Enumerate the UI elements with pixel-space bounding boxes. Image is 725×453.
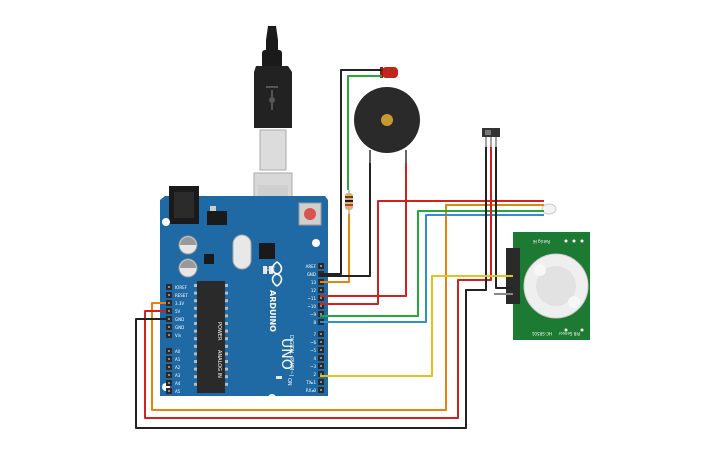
atmega-chip [197,281,225,393]
pin-label: 13 [311,280,317,285]
pin-label: 4 [313,356,316,361]
pin-label: 5V [175,309,181,314]
pin-label: RESET [175,293,188,298]
slide-switch[interactable] [482,128,500,147]
wires [135,69,544,429]
pin-label: ~3 [310,364,316,369]
pin-label: A5 [175,389,181,394]
ir-led [541,203,557,215]
pin-label: 12 [311,288,317,293]
board-brand-label: ARDUINO [268,290,277,332]
pin-label: GND [175,317,184,322]
analog-header-label: ANALOG IN [216,350,222,378]
wire-red-irled [320,200,544,305]
pin-label: AREF [306,264,317,269]
pin-label: 8 [313,320,316,325]
power-header: IOREF RESET 3.3V 5V GND GND Vin [166,284,188,338]
pin-label: ~10 [308,304,317,309]
pin-label: ~6 [310,340,316,345]
on-led [276,376,282,379]
digital-header-label: DIGITAL (PWM~) [288,335,294,377]
wire-black-buzzer [320,163,371,277]
tx-label: TX [265,265,270,271]
arduino-uno-board: ARDUINO UNO ON TX RX POWER ANALOG IN DIG… [160,186,328,402]
infinity-logo [271,261,283,287]
pin-label: A1 [175,357,181,362]
pin-label: IOREF [175,285,188,290]
mounting-hole [162,218,170,226]
pir-bottom-label: PIR Sensor [558,331,580,336]
wire-orange-resistor [320,214,350,283]
pin-label: ~5 [310,348,316,353]
reset-button-cap[interactable] [304,208,316,220]
pin-label: TX▸1 [305,380,316,385]
resistor [345,190,353,215]
pir-side-label: HC-SR501 [531,331,552,336]
pin-label: GND [175,325,184,330]
rx-label: RX [270,266,275,272]
wire-green-led [347,75,382,190]
pin-label: A3 [175,373,181,378]
on-led-label: ON [286,378,292,386]
pin-label: 3.3V [175,301,184,306]
wire-yellow-pir [320,275,513,377]
wire-red-switch [144,147,492,419]
usb-cable [253,26,293,222]
pir-top-label: Retrig Hi [533,239,550,244]
red-led [380,67,398,78]
digital-header-bottom: 7 ~6 ~5 4 ~3 2TX▸1RX◂0 [305,331,324,393]
pin-label: A4 [175,381,181,386]
wire-orange-irled [151,204,544,411]
board-model-label: UNO [278,338,294,370]
wire-red-buzzer [320,163,407,297]
mounting-hole [268,394,276,402]
pin-label: 7 [313,332,316,337]
pin-label: ~11 [308,296,317,301]
power-header-label: POWER [216,322,222,341]
mounting-hole [312,239,320,247]
wire-black-switch [135,147,487,429]
pir-sensor: Retrig Hi HC-SR501 PIR Sensor [506,232,590,340]
piezo-buzzer [354,87,420,165]
wire-green-irled [320,210,544,317]
pin-label: RX◂0 [306,388,317,393]
pin-label: ~9 [310,312,316,317]
pin-label: A0 [175,349,181,354]
pin-label: A2 [175,365,181,370]
pin-label: GND [307,272,316,277]
pin-label: Vin [175,333,182,338]
wire-black-pir [495,147,513,289]
wire-black-led [320,69,382,275]
pin-label: 2 [313,372,316,377]
